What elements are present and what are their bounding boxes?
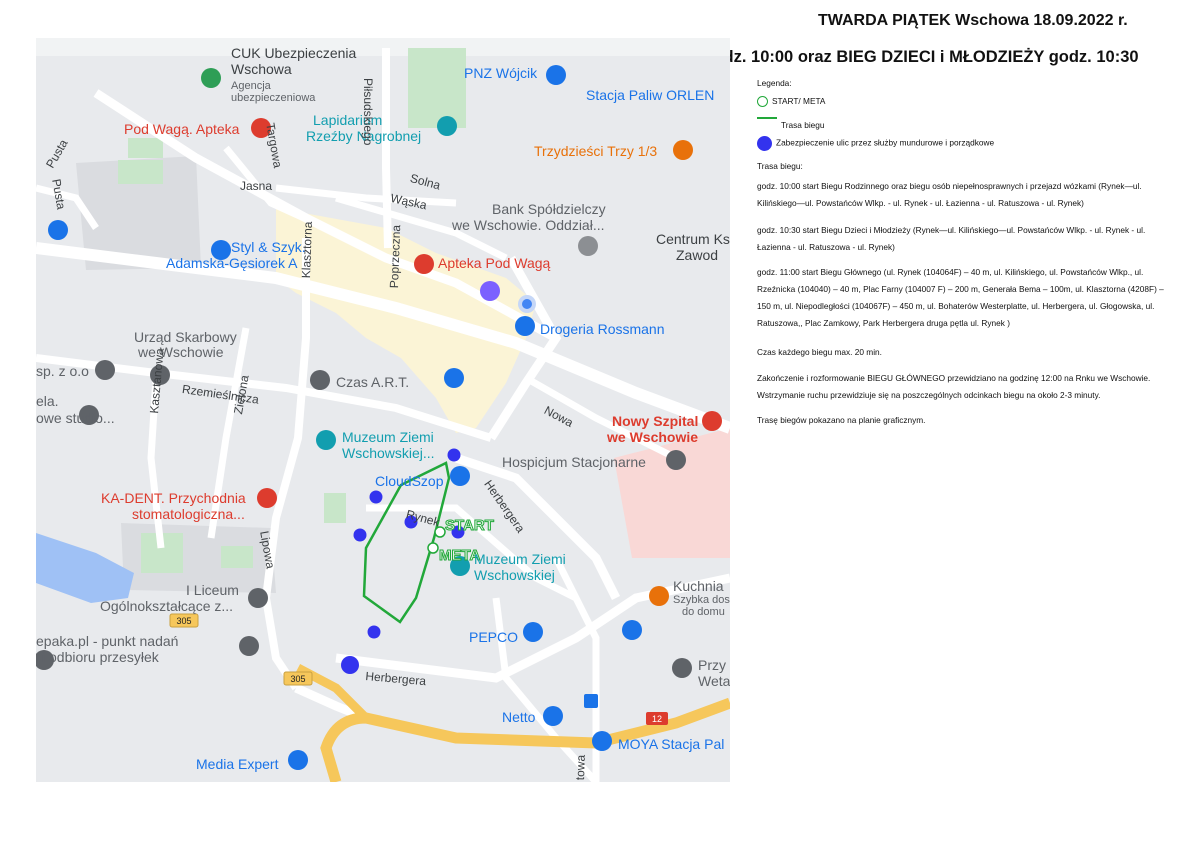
poi-label: Agencja [231, 80, 271, 92]
legend-route-label: Trasa biegu [781, 120, 825, 130]
poi-label[interactable]: Ogólnokształcące z... [100, 598, 234, 614]
route-paragraph-1: godz. 10:00 start Biegu Rodzinnego oraz … [757, 181, 1142, 208]
poi-label[interactable]: Styl & Szyk. [231, 239, 306, 255]
poi-label[interactable]: stomatologiczna... [132, 506, 245, 522]
street-label: Poprzeczna [387, 224, 404, 289]
poi-label[interactable]: Urząd Skarbowy [134, 329, 237, 345]
map-canvas: 305 305 12 START META [36, 38, 730, 782]
poi-label[interactable]: Apteka Pod Wagą [438, 255, 551, 271]
poi-label[interactable]: Stacja Paliw ORLEN [586, 87, 715, 103]
poi-label[interactable]: we Wschowie [607, 429, 699, 445]
poi-label[interactable]: we Wschowie. Oddział... [452, 217, 605, 233]
route-paragraph-5: Zakończenie i rozformowanie BIEGU GŁÓWNE… [757, 373, 1151, 400]
start-meta-icon [757, 96, 768, 108]
poi-label[interactable]: Muzeum Ziemi [474, 551, 566, 567]
road-badge-12: 12 [652, 714, 662, 724]
poi-label[interactable]: KA-DENT. Przychodnia [101, 490, 246, 506]
route-paragraph-6: Trasę biegów pokazano na planie graficzn… [757, 415, 926, 425]
route-paragraph-3: godz. 11:00 start Biegu Głównego (ul. Ry… [757, 267, 1164, 328]
poi-label: ubezpieczeniowa [231, 92, 316, 104]
header-title-line1: TWARDA PIĄTEK Wschowa 18.09.2022 r. [818, 12, 1128, 29]
poi-label[interactable]: PEPCO [469, 629, 519, 645]
poi-label[interactable]: CUK Ubezpieczenia [231, 45, 357, 61]
poi-label[interactable]: Drogeria Rossmann [540, 321, 665, 337]
poi-label[interactable]: Czas A.R.T. [336, 374, 410, 390]
poi-label[interactable]: CloudSzop [375, 473, 444, 489]
poi-label[interactable]: ela. [36, 393, 59, 409]
poi-label[interactable]: Rzeźby Nagrobnej [306, 128, 422, 144]
route-line-icon [757, 116, 777, 119]
road-badge-305-a: 305 [176, 616, 191, 626]
legend-title: Legenda: [757, 78, 792, 88]
poi-label: do domu [682, 606, 725, 618]
poi-label[interactable]: we Wschowie [138, 344, 224, 360]
poi-label[interactable]: Hospicjum Stacjonarne [502, 454, 646, 470]
route-paragraph-2: godz. 10:30 start Biegu Dzieci i Młodzie… [757, 225, 1146, 252]
poi-label[interactable]: Centrum Ks [656, 231, 730, 247]
poi-label[interactable]: Bank Spółdzielczy [492, 201, 606, 217]
poi-label[interactable]: Media Expert [196, 756, 279, 772]
poi-label[interactable]: Nowy Szpital [612, 413, 699, 429]
poi-label: Szybka dos [673, 594, 730, 606]
road-badge-305-b: 305 [290, 674, 305, 684]
poi-label[interactable]: owe studio... [36, 410, 115, 426]
poi-label[interactable]: Weta [698, 673, 730, 689]
poi-label[interactable]: Wschowskiej... [342, 445, 435, 461]
legend-route: Trasa biegu [757, 112, 825, 130]
poi-label[interactable]: PNZ Wójcik [464, 65, 538, 81]
street-label: towa [573, 754, 588, 781]
poi-label[interactable]: Przy [698, 657, 726, 673]
poi-label[interactable]: Netto [502, 709, 536, 725]
street-label: Jasna [240, 179, 273, 193]
poi-label[interactable]: Pod Wagą. Apteka [124, 121, 240, 137]
poi-label[interactable]: epaka.pl - punkt nadań [36, 633, 179, 649]
poi-label[interactable]: Lapidarium [313, 112, 383, 128]
poi-label[interactable]: I Liceum [186, 582, 239, 598]
poi-label[interactable]: Adamska-Gęsiorek A [166, 255, 298, 271]
route-paragraph-4: Czas każdego biegu max. 20 min. [757, 347, 882, 357]
legend-security-label: Zabezpieczenie ulic przez służby munduro… [776, 137, 995, 148]
legend-security: Zabezpieczenie ulic przez służby munduro… [757, 136, 994, 151]
poi-label[interactable]: Trzydzieści Trzy 1/3 [534, 143, 658, 159]
poi-label[interactable]: Zawod [676, 247, 719, 263]
poi-label[interactable]: Kuchnia [673, 578, 724, 594]
poi-label[interactable]: Wschowa [231, 61, 292, 77]
poi-label[interactable]: Wschowskiej [474, 567, 555, 583]
street-label: Klasztorna [299, 221, 315, 279]
legend-start-meta: START/ META [757, 96, 826, 108]
poi-label[interactable]: sp. z o.o [36, 363, 89, 379]
meta-label: META [439, 547, 481, 564]
legend-start-meta-label: START/ META [772, 96, 826, 106]
poi-label[interactable]: MOYA Stacja Pal [618, 736, 725, 752]
map-view[interactable]: 305 305 12 START META CUK Ubezpieczenia … [36, 38, 730, 782]
poi-label[interactable]: i odbioru przesyłek [42, 649, 159, 665]
security-dot-icon [757, 136, 772, 151]
street-label: Piłsudskiego [361, 78, 375, 146]
poi-label[interactable]: Muzeum Ziemi [342, 429, 434, 445]
start-label: START [445, 517, 494, 534]
route-heading: Trasa biegu: [757, 161, 803, 171]
